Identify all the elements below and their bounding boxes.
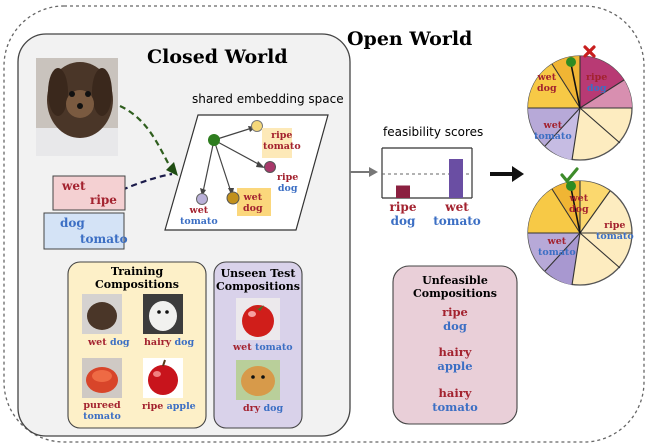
primitive-obj-dog: dog — [60, 216, 85, 230]
feasibility-label: feasibility scores — [383, 125, 484, 139]
embedding-space-label: shared embedding space — [192, 92, 344, 106]
thumb-wet-tomato — [236, 298, 280, 340]
node-wet-tomato — [196, 193, 208, 205]
wheel-bottom — [527, 167, 633, 286]
anchor-node — [208, 134, 220, 146]
closed-world-title: Closed World — [147, 46, 288, 68]
open-world-title: Open World — [347, 28, 473, 50]
node-ripe-tomato — [251, 120, 263, 132]
thumb-wet-dog — [82, 294, 122, 334]
primitive-attr-ripe: ripe — [90, 193, 117, 207]
node-wet-dog — [226, 191, 240, 205]
thumb-hairy-dog — [143, 294, 183, 334]
feasibility-chart — [381, 147, 473, 199]
bar-ripe-dog — [396, 185, 410, 198]
thumb-pureed-tomato — [82, 358, 122, 398]
node-ripe-dog — [264, 161, 276, 173]
label-wet-dog: wet dog — [88, 337, 130, 348]
label-ripe-apple: ripe apple — [142, 401, 196, 412]
thumb-dry-dog — [236, 360, 280, 400]
primitive-obj-tomato: tomato — [80, 232, 128, 246]
wheel-top — [527, 45, 633, 161]
label-hairy-dog: hairy dog — [144, 337, 195, 348]
primitive-attr-wet: wet — [62, 179, 86, 193]
label-wet-tomato: wet tomato — [233, 342, 293, 353]
label-dry-dog: dry dog — [243, 403, 284, 414]
dog-photo — [36, 58, 118, 156]
bar-wet-tomato — [449, 159, 463, 198]
thumb-ripe-apple — [143, 358, 183, 398]
